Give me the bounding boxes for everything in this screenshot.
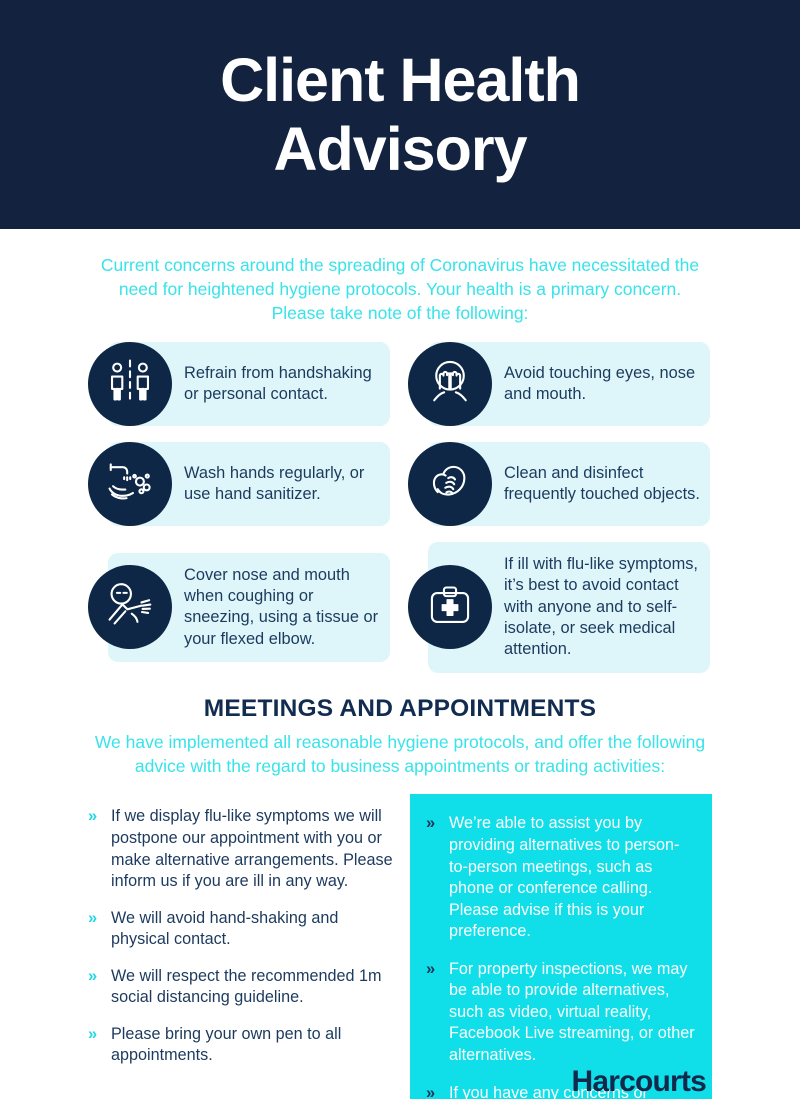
medical-kit-icon — [422, 577, 478, 638]
alternatives-panel: » We’re able to assist you by providing … — [410, 794, 712, 1099]
icon-circle — [408, 441, 492, 526]
our-commitments-list: » If we display flu-like symptoms we wil… — [88, 794, 400, 1099]
list-item: » If you have any concerns or questions … — [426, 1083, 698, 1099]
chevron-bullet-icon: » — [88, 1024, 98, 1043]
icon-circle — [88, 441, 172, 526]
chevron-bullet-icon: » — [88, 807, 98, 826]
social-distance-icon — [102, 353, 158, 414]
advice-text: Clean and disinfect frequently touched o… — [504, 463, 700, 503]
advice-item-disinfect: Clean and disinfect frequently touched o… — [408, 441, 710, 526]
page-title-line-1: Client Health — [220, 46, 581, 115]
advice-item-hand-washing: Wash hands regularly, or use hand saniti… — [88, 441, 390, 526]
icon-circle — [88, 341, 172, 426]
list-item: » We will avoid hand-shaking and physica… — [88, 908, 400, 951]
meetings-columns: » If we display flu-like symptoms we wil… — [88, 794, 712, 1099]
list-item-text: We will avoid hand-shaking and physical … — [111, 908, 339, 949]
meetings-subheading: We have implemented all reasonable hygie… — [94, 731, 706, 776]
hero-header: Client Health Advisory — [0, 0, 800, 229]
list-item: » We will respect the recommended 1m soc… — [88, 966, 400, 1009]
list-item: » If we display flu-like symptoms we wil… — [88, 806, 400, 892]
list-item: » For property inspections, we may be ab… — [426, 959, 698, 1067]
chevron-bullet-icon: » — [88, 966, 98, 985]
advice-text: Cover nose and mouth when coughing or sn… — [184, 565, 379, 648]
advice-text: Avoid touching eyes, nose and mouth. — [504, 363, 696, 403]
cough-elbow-icon — [102, 577, 158, 638]
advice-text: If ill with flu-like symptoms, it’s best… — [504, 554, 698, 659]
footer: Harcourts — [571, 1065, 707, 1099]
chevron-bullet-icon: » — [426, 959, 436, 978]
page-title-line-2: Advisory — [273, 114, 527, 183]
chevron-bullet-icon: » — [426, 814, 436, 833]
advice-item-face-touching: Avoid touching eyes, nose and mouth. — [408, 341, 710, 426]
advisory-grid: Refrain from handshaking or personal con… — [88, 341, 710, 673]
list-item-text: We’re able to assist you by providing al… — [449, 814, 680, 941]
advice-text: Wash hands regularly, or use hand saniti… — [184, 463, 365, 503]
advice-item-flu-symptoms: If ill with flu-like symptoms, it’s best… — [408, 541, 710, 673]
icon-circle — [88, 565, 172, 650]
advice-item-handshaking: Refrain from handshaking or personal con… — [88, 341, 390, 426]
list-item-text: If we display flu-like symptoms we will … — [111, 807, 393, 891]
list-item: » Please bring your own pen to all appoi… — [88, 1024, 400, 1067]
icon-circle — [408, 565, 492, 650]
chevron-bullet-icon: » — [88, 908, 98, 927]
list-item-text: If you have any concerns or questions pl… — [449, 1083, 648, 1099]
advice-item-cough-cover: Cover nose and mouth when coughing or sn… — [88, 542, 390, 673]
advice-text: Refrain from handshaking or personal con… — [184, 363, 372, 403]
icon-circle — [408, 341, 492, 426]
list-item: » We’re able to assist you by providing … — [426, 813, 698, 942]
meetings-heading: MEETINGS AND APPOINTMENTS — [203, 694, 597, 722]
hand-wash-icon — [102, 453, 158, 514]
list-item-text: We will respect the recommended 1m socia… — [111, 966, 382, 1007]
harcourts-logo: Harcourts — [571, 1065, 707, 1099]
harcourts-logo-text: Harcourts — [571, 1065, 706, 1098]
disinfect-icon — [422, 453, 478, 514]
chevron-bullet-icon: » — [426, 1083, 436, 1099]
intro-text: Current concerns around the spreading of… — [100, 255, 700, 323]
list-item-text: Please bring your own pen to all appoint… — [111, 1024, 342, 1065]
avoid-face-touch-icon — [422, 353, 478, 414]
list-item-text: For property inspections, we may be able… — [449, 959, 695, 1064]
